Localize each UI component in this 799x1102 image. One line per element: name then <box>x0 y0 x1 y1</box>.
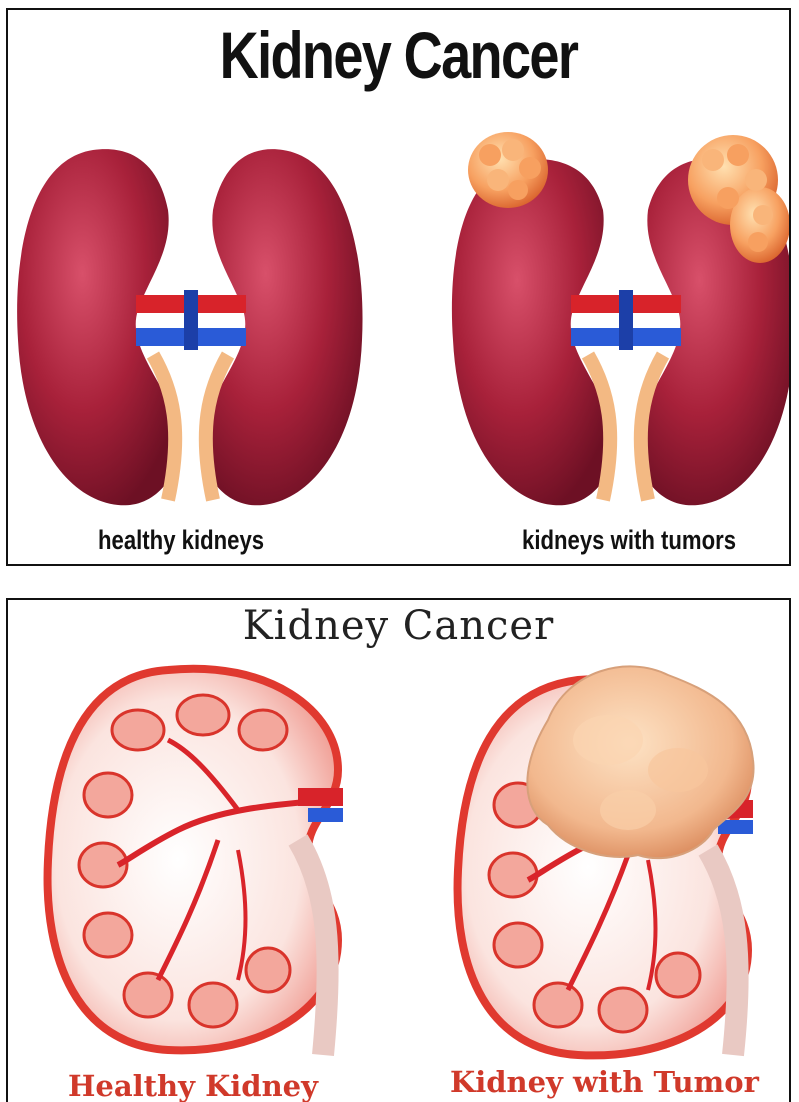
caption-healthy-kidneys: healthy kidneys <box>98 527 264 554</box>
caption-kidneys-with-tumors: kidneys with tumors <box>522 527 736 554</box>
healthy-kidneys-pair <box>17 149 362 505</box>
tumor-mass-left <box>468 132 548 208</box>
left-kidney <box>17 149 180 505</box>
tumor-kidney-cross-section <box>458 666 754 1055</box>
top-illustration-panel: Kidney Cancer <box>6 8 791 566</box>
caption-healthy-kidney: Healthy Kidney <box>68 1072 318 1101</box>
top-kidneys-illustration <box>8 10 791 566</box>
healthy-kidney-cross-section <box>48 669 343 1055</box>
caption-kidney-with-tumor: Kidney with Tumor <box>450 1068 759 1097</box>
bottom-kidney-cross-sections <box>8 600 791 1102</box>
right-kidney <box>201 149 362 505</box>
bottom-illustration-panel: Kidney Cancer <box>6 598 791 1102</box>
tumor-kidneys-pair <box>452 132 791 505</box>
